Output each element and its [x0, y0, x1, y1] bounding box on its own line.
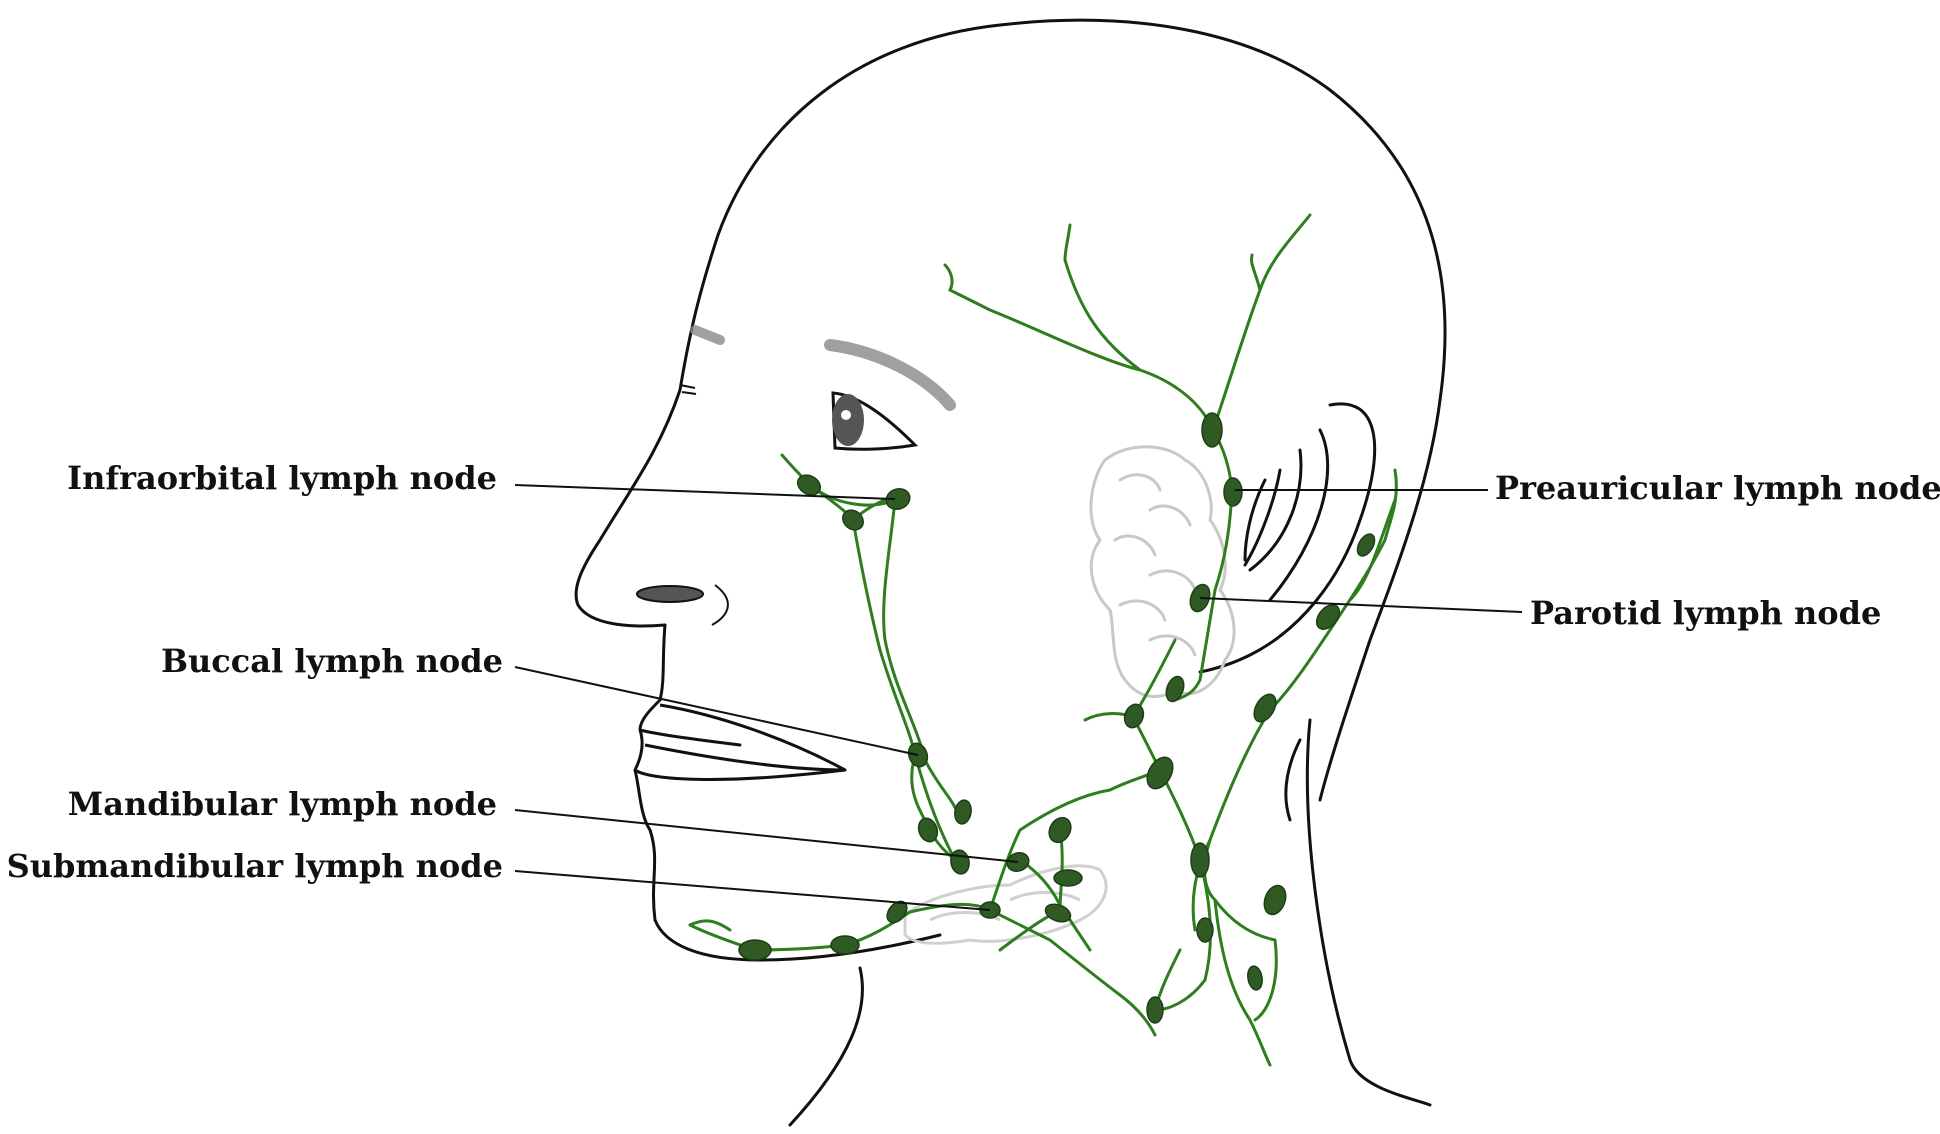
lymph-node [1263, 884, 1287, 916]
nose-wing [711, 584, 729, 626]
skull-outline [716, 18, 1447, 802]
lymph-node [1190, 842, 1210, 878]
eye-highlight-icon [841, 410, 851, 420]
label-preauricular: Preauricular lymph node [1495, 469, 1940, 507]
lymph-node [1356, 533, 1376, 557]
leader-line-parotid [1199, 597, 1523, 613]
lymph-node [796, 474, 822, 496]
leader-line-buccal [514, 666, 919, 756]
lymph-node [738, 939, 772, 961]
label-buccal: Buccal lymph node [160, 642, 503, 680]
eyelash-icon [679, 384, 697, 395]
leader-lines [514, 484, 1523, 911]
label-parotid: Parotid lymph node [1530, 594, 1882, 632]
face-profile-upper [574, 233, 720, 628]
jaw-outline [653, 918, 942, 962]
lymph-node [1146, 756, 1174, 790]
face-profile-lips [633, 623, 847, 922]
label-mandibular: Mandibular lymph node [67, 785, 497, 823]
lymph-node [1223, 477, 1243, 507]
neck-front [788, 966, 864, 1127]
lymph-node [830, 935, 860, 955]
nostril-icon [636, 585, 704, 603]
label-submandibular: Submandibular lymph node [6, 847, 503, 885]
lymph-node [1165, 675, 1185, 703]
lymph-node [1123, 703, 1145, 729]
lymph-node [1053, 869, 1083, 887]
neck-back [1305, 718, 1432, 1107]
eye-iris-icon [832, 394, 864, 446]
leader-line-infraorbital [514, 484, 896, 500]
leader-line-submandibular [514, 870, 991, 911]
lymph-node [1253, 693, 1277, 723]
lymph-node [1146, 996, 1164, 1024]
eyebrow-icon [824, 339, 956, 411]
lymph-node [842, 509, 864, 531]
lymph-node [1247, 965, 1263, 991]
leader-line-mandibular [514, 809, 1019, 863]
lymph-node [1201, 412, 1223, 448]
far-eyebrow-icon [690, 325, 725, 345]
lymph-node [917, 817, 939, 843]
lymph-nodes [738, 412, 1376, 1024]
lymph-node [1315, 604, 1341, 630]
lymph-node [1196, 917, 1214, 943]
lymph-node [1044, 903, 1072, 923]
lymph-node [885, 487, 911, 511]
lymph-vessels [688, 213, 1398, 1067]
head-outline [574, 18, 1447, 1127]
label-infraorbital: Infraorbital lymph node [67, 459, 497, 497]
ear-icon [1198, 402, 1377, 674]
lymph-node [1048, 816, 1072, 844]
mouth-line [644, 703, 846, 772]
lymph-node [954, 799, 972, 825]
parotid-gland-icon [1089, 445, 1236, 699]
neck-back-2 [1284, 738, 1302, 822]
